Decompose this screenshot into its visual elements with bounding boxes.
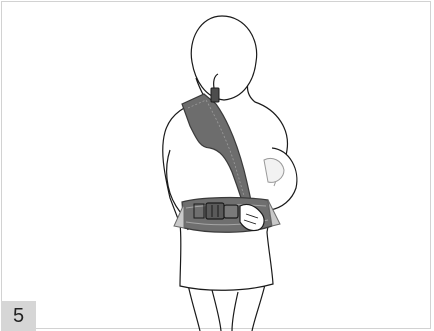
shoulder-buckle-icon [211,88,219,102]
step-number-badge: 5 [1,301,36,331]
